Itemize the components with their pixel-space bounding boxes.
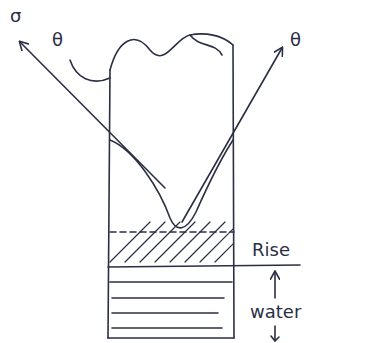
rise-label: Rise xyxy=(252,240,290,260)
sigma-symbol: σ xyxy=(10,6,21,26)
angle-symbol: θ xyxy=(290,30,301,50)
water-label: water xyxy=(250,302,301,322)
angle-symbol: θ xyxy=(52,30,63,50)
